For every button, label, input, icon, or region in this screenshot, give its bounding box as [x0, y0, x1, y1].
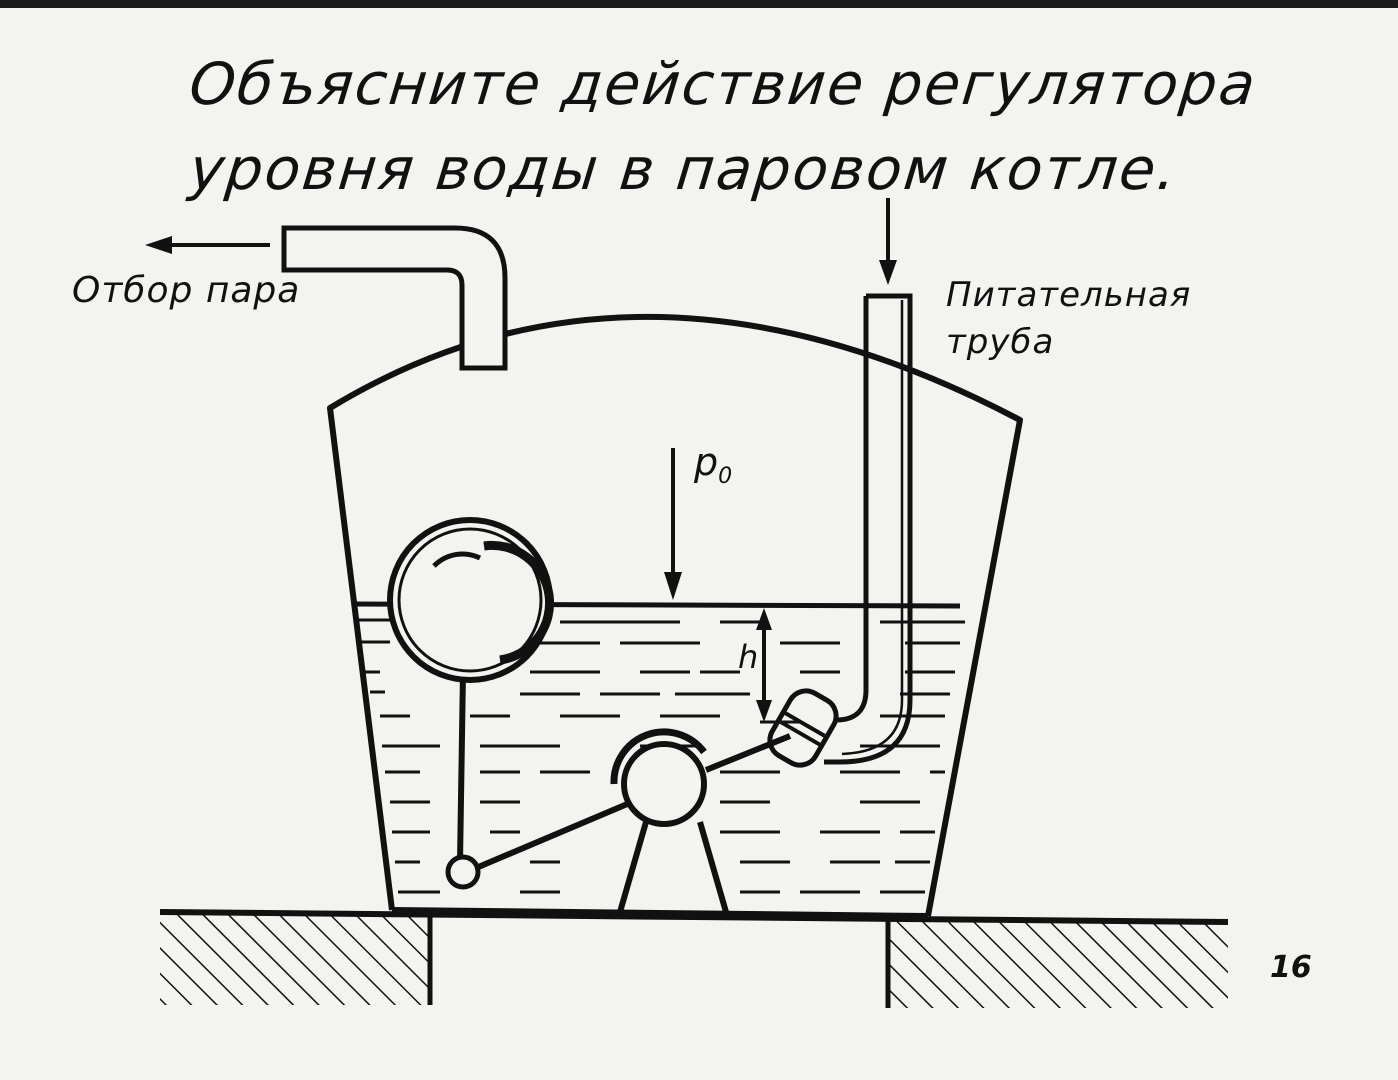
pivot-stand [617, 821, 729, 913]
boiler-shell [327, 314, 1023, 917]
label-height: h [738, 638, 759, 676]
valve [767, 688, 839, 768]
steam-pipe [281, 225, 508, 371]
pivot [610, 728, 707, 827]
water-body [351, 601, 965, 894]
feed-arrow [879, 198, 897, 285]
ground-right [885, 920, 1228, 1008]
lever-rods [457, 671, 792, 871]
label-pressure: p0 [694, 440, 732, 489]
label-feed-pipe-line2: труба [946, 322, 1055, 362]
ground-left [160, 912, 433, 1005]
float [387, 517, 555, 683]
page-number: 16 [1270, 950, 1312, 985]
label-pressure-subscript: 0 [718, 464, 733, 489]
pressure-arrow [664, 448, 682, 600]
ground-line [159, 909, 1229, 925]
title-line-1: Объясните действие регулятора [186, 50, 1261, 118]
label-pressure-symbol: p [694, 440, 719, 484]
label-feed-pipe-line1: Питательная [946, 275, 1192, 315]
height-arrow [756, 608, 800, 724]
lever-joint [445, 854, 481, 890]
steam-arrow [145, 236, 270, 254]
label-steam-takeoff: Отбор пара [72, 270, 301, 311]
top-edge-shadow [0, 0, 1398, 8]
boiler-bottom [391, 907, 929, 919]
title-line-2: уровня воды в паровом котле. [186, 135, 1182, 203]
